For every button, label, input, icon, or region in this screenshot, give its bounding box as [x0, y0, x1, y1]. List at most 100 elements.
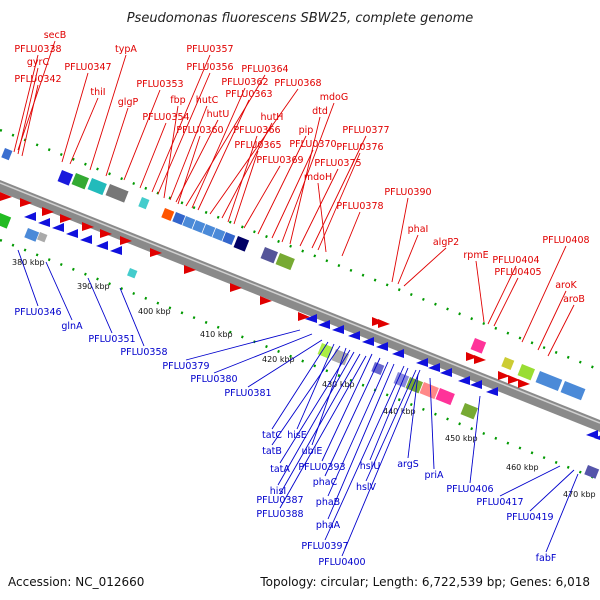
forward-label-leader: [289, 116, 321, 245]
forward-label-leader: [475, 260, 485, 323]
gene-block: [501, 357, 515, 370]
forward-label-leader: [89, 54, 127, 171]
reverse-gene-label: PFLU0358: [120, 347, 167, 358]
forward-label-leader: [537, 290, 567, 351]
gene-block: [470, 338, 487, 354]
forward-gene-label: hutH: [261, 112, 284, 123]
forward-label-leader: [177, 135, 201, 205]
forward-label-leader: [317, 152, 361, 251]
gene-block: [393, 372, 410, 388]
forward-gene-arrow: [100, 229, 112, 238]
forward-label-leader: [163, 105, 179, 199]
forward-label-leader: [17, 67, 39, 155]
forward-gene-label: PFLU0370: [289, 139, 336, 150]
reverse-label-leader: [324, 365, 405, 541]
forward-gene-arrow: [20, 198, 32, 207]
gene-block: [460, 402, 478, 420]
forward-label-leader: [191, 87, 246, 209]
reverse-gene-arrow: [348, 331, 360, 340]
forward-gene-label: pip: [299, 125, 314, 136]
forward-gene-arrow: [184, 265, 196, 274]
reverse-gene-label: PFLU0346: [14, 307, 61, 318]
forward-label-leader: [169, 105, 208, 201]
forward-label-leader: [21, 84, 39, 157]
forward-gene-label: PFLU0378: [336, 201, 383, 212]
forward-gene-arrow: [230, 283, 242, 292]
forward-labels: secBPFLU0338gyrCPFLU0342PFLU0347thiItypA…: [13, 30, 590, 357]
gene-block: [517, 364, 535, 381]
forward-gene-label: PFLU0405: [494, 267, 541, 278]
gene-block: [435, 387, 455, 406]
forward-gene-label: phaI: [408, 224, 429, 235]
forward-gene-label: PFLU0404: [492, 255, 539, 266]
reverse-label-leader: [327, 361, 389, 497]
forward-gene-label: PFLU0353: [136, 79, 183, 90]
reverse-gene-label: argS: [397, 459, 419, 470]
forward-label-leader: [221, 122, 273, 219]
forward-label-leader: [397, 234, 419, 285]
reverse-label-leader: [327, 363, 395, 520]
forward-gene-label: PFLU0364: [241, 64, 288, 75]
forward-gene-arrow: [378, 319, 390, 328]
reverse-gene-arrow: [305, 314, 317, 323]
reverse-label-leader: [365, 369, 417, 482]
reverse-label-leader: [545, 473, 579, 553]
gene-block: [202, 224, 216, 237]
reverse-gene-arrow: [66, 229, 78, 238]
forward-gene-label: thiI: [90, 87, 105, 98]
reverse-gene-label: priA: [424, 470, 444, 481]
forward-label-leader: [487, 265, 517, 325]
reverse-gene-arrow: [110, 246, 122, 255]
reverse-gene-arrow: [332, 325, 344, 334]
forward-gene-label: PFLU0338: [14, 44, 61, 55]
forward-label-leader: [17, 40, 56, 151]
forward-label-leader: [139, 122, 167, 189]
forward-gene-label: PFLU0347: [64, 62, 111, 73]
reverse-gene-label: hisI: [270, 486, 286, 497]
accession-text: Accession: NC_012660: [8, 575, 144, 589]
gene-block: [105, 184, 129, 203]
forward-gene-arrow: [474, 355, 486, 364]
forward-gene-label: glgP: [118, 97, 139, 108]
reverse-gene-label: PFLU0393: [298, 462, 345, 473]
forward-gene-label: hutU: [207, 109, 230, 120]
reverse-label-leader: [296, 343, 335, 430]
forward-gene-label: PFLU0360: [176, 125, 223, 136]
reverse-label-leader: [279, 355, 367, 509]
forward-label-leader: [233, 150, 259, 225]
reverse-gene-label: PFLU0419: [506, 512, 553, 523]
reverse-gene-arrow: [486, 387, 498, 396]
gene-block: [138, 197, 150, 210]
gene-block: [182, 215, 196, 229]
reverse-label-leader: [529, 469, 575, 512]
forward-gene-arrow: [150, 248, 162, 257]
forward-label-leader: [391, 197, 409, 283]
reverse-gene-label: fabF: [536, 553, 557, 564]
forward-gene-arrow: [42, 207, 54, 216]
scale-tick-label: 400 kbp: [138, 307, 171, 316]
forward-gene-label: PFLU0376: [336, 142, 383, 153]
forward-label-leader: [197, 99, 250, 211]
reverse-gene-label: PFLU0400: [318, 557, 365, 568]
reverse-gene-label: PFLU0406: [446, 484, 493, 495]
forward-gene-arrow: [518, 379, 530, 388]
forward-gene-label: PFLU0357: [186, 44, 233, 55]
forward-gene-label: fbp: [170, 95, 185, 106]
scale-tick-label: 450 kbp: [445, 434, 478, 443]
reverse-label-leader: [271, 341, 329, 430]
reverse-label-leader: [45, 261, 73, 321]
reverse-label-leader: [324, 357, 381, 477]
reverse-label-leader: [279, 349, 351, 464]
forward-label-leader: [547, 304, 575, 357]
reverse-gene-label: PFLU0380: [190, 374, 237, 385]
gene-block: [331, 348, 349, 366]
map-title: Pseudomonas fluorescens SBW25, complete …: [127, 11, 474, 26]
forward-gene-label: typA: [115, 44, 137, 55]
reverse-labels: PFLU0346glnAPFLU0351PFLU0358PFLU0379PFLU…: [14, 249, 579, 568]
forward-label-leader: [341, 211, 361, 257]
scale-tick-label: 410 kbp: [200, 330, 233, 339]
reverse-label-leader: [429, 377, 435, 470]
reverse-gene-arrow: [594, 435, 600, 440]
gene-block: [87, 178, 107, 196]
